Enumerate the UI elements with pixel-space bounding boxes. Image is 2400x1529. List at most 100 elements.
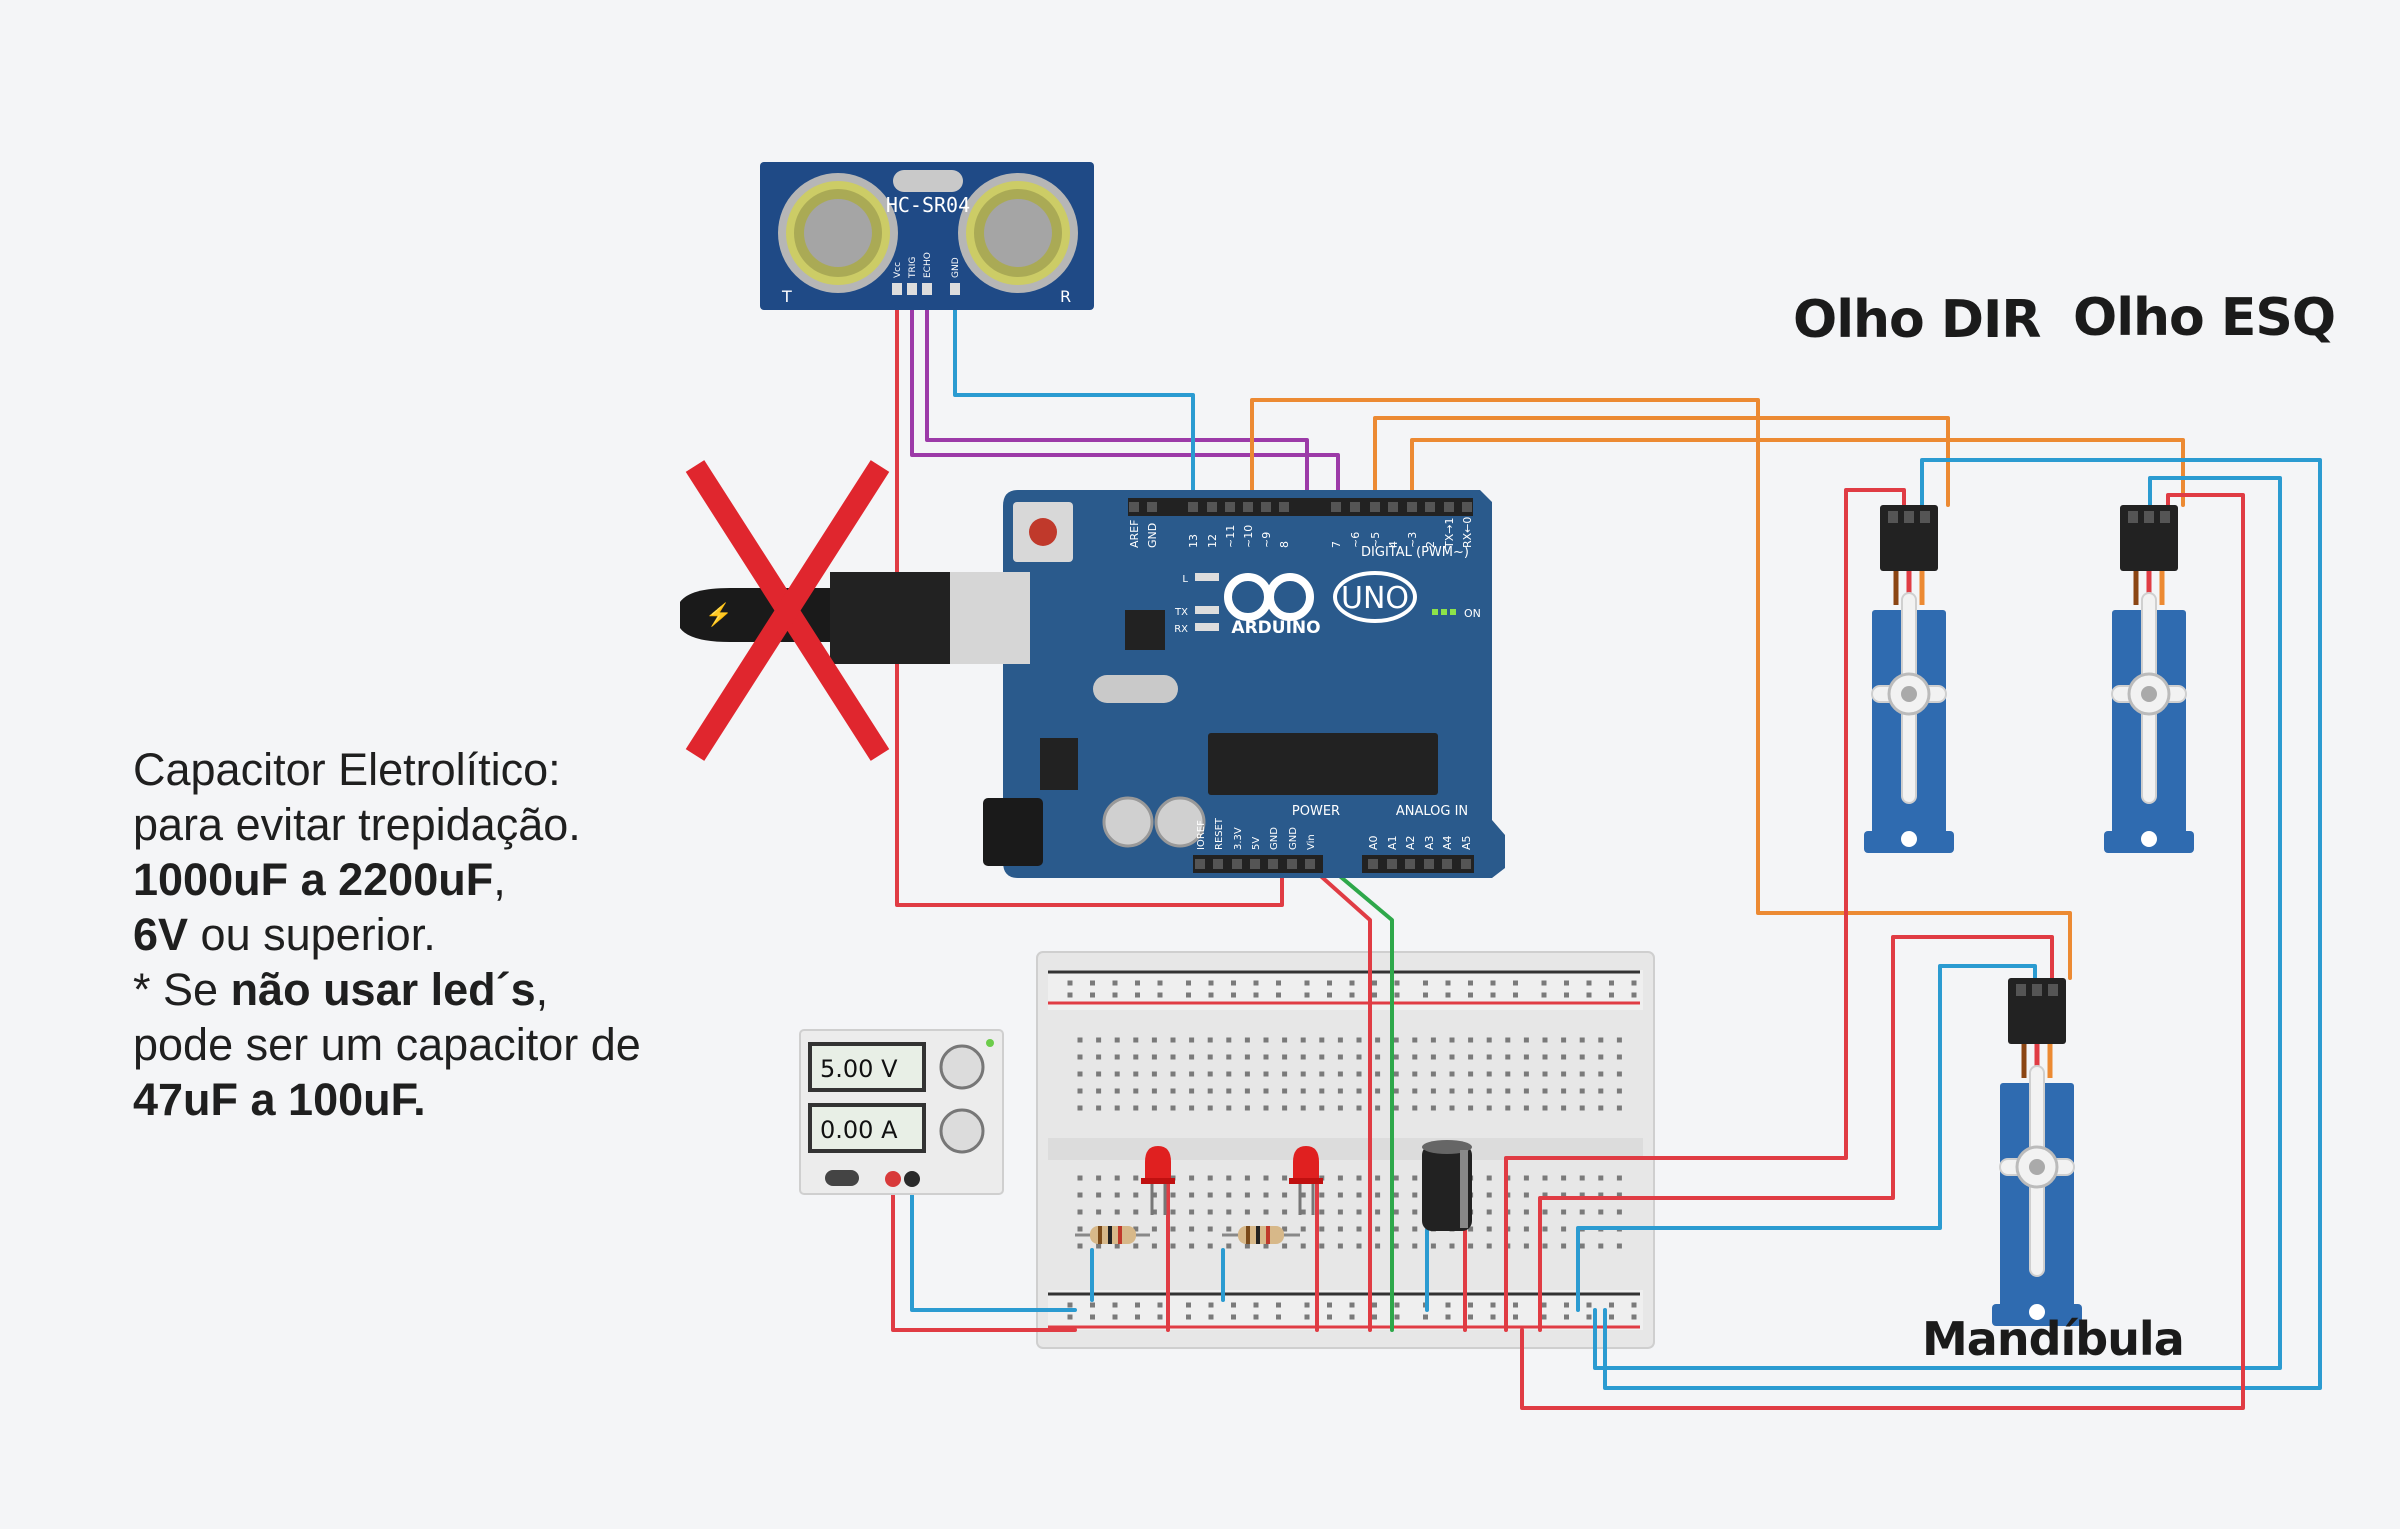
label-mandibula: Mandíbula <box>1922 1312 2185 1366</box>
note-line-7-bold: 47uF a 100uF. <box>133 1074 426 1125</box>
board-led-label: TX <box>1174 607 1188 618</box>
sensor-model: HC-SR04 <box>886 193 970 217</box>
cross-icon <box>685 460 890 761</box>
wire-psu-positive <box>891 1174 1077 1332</box>
digital-pin-label: ~9 <box>1260 532 1273 548</box>
note-line-4-bold: 6V <box>133 909 189 960</box>
servo-olho-esq <box>2104 505 2194 853</box>
usb-cable: ⚡ <box>680 572 1030 664</box>
sensor-pins: Vcc TRIG ECHO GND <box>892 252 961 295</box>
psu-current-display: 0.00 A <box>820 1116 898 1144</box>
dc-jack <box>983 798 1043 866</box>
digital-pin-label: TX→1 <box>1443 518 1456 549</box>
power-label: POWER <box>1292 804 1340 819</box>
lightning-icon: ⚡ <box>705 602 732 628</box>
power-pin-label: 5V <box>1251 837 1262 850</box>
sensor-pin-label: GND <box>951 257 961 278</box>
note-line-3-bold: 1000uF a 2200uF <box>133 854 494 905</box>
note-line-5-start: * Se <box>133 964 231 1015</box>
digital-label: DIGITAL (PWM~) <box>1361 545 1469 560</box>
power-pin-label: 3.3V <box>1233 827 1244 850</box>
servo-mandibula <box>1992 978 2082 1326</box>
board-led-label: L <box>1182 574 1188 585</box>
label-olho-dir: Olho DIR <box>1793 290 2041 350</box>
note-line-4: 6V ou superior. <box>133 907 753 962</box>
digital-pin-label: ~3 <box>1406 532 1419 548</box>
sensor-pin-label: ECHO <box>923 252 933 278</box>
power-pin-label: IOREF <box>1196 820 1207 850</box>
sensor-mark-r: R <box>1060 287 1071 306</box>
wires <box>891 298 2322 1410</box>
psu-switch[interactable] <box>825 1170 859 1186</box>
resistor-1 <box>1075 1226 1150 1244</box>
note-line-5-tail: , <box>535 964 549 1015</box>
digital-pin-label: RX←0 <box>1461 517 1474 548</box>
digital-pin-label: 13 <box>1187 534 1200 548</box>
breadboard <box>1036 951 1655 1349</box>
note-line-5: * Se não usar led´s, <box>133 962 753 1017</box>
digital-pin-label: ~5 <box>1369 532 1382 548</box>
note-line-6: pode ser um capacitor de <box>133 1019 641 1070</box>
wire-mandibula-gnd <box>1576 964 2037 1312</box>
sensor-pin-label: Vcc <box>893 262 903 278</box>
note-line-3: 1000uF a 2200uF, <box>133 852 753 907</box>
resistor-2 <box>1222 1226 1300 1244</box>
wire-mandibula-vcc <box>1538 935 2054 1332</box>
board-led-label: RX <box>1174 624 1188 635</box>
arduino-model: UNO <box>1341 581 1409 616</box>
wire-olho-dir-vcc <box>1504 488 1906 1332</box>
note-line-7: 47uF a 100uF. <box>133 1072 753 1127</box>
wire-psu-negative <box>910 1174 1077 1312</box>
digital-pin-label: AREF <box>1128 520 1141 548</box>
capacitor <box>1422 1140 1472 1231</box>
voltage-knob[interactable] <box>939 1044 985 1090</box>
power-pin-label: RESET <box>1214 817 1225 850</box>
analog-pin-label: A3 <box>1423 835 1436 850</box>
servo-olho-dir <box>1864 505 1954 853</box>
analog-pin-label: A5 <box>1460 835 1473 850</box>
power-supply: 5.00 V 0.00 A <box>799 1029 1004 1195</box>
arduino-led-labels: L TX RX <box>1174 573 1219 635</box>
digital-pin-label: 8 <box>1278 541 1291 548</box>
digital-pin-label: ~6 <box>1349 532 1362 548</box>
power-pin-label: Vin <box>1306 834 1317 850</box>
wire-olho-esq-vcc <box>1520 493 2245 1410</box>
wire-arduino-vin <box>1321 860 1394 1332</box>
wire-sensor-echo <box>925 298 1309 507</box>
label-olho-esq: Olho ESQ <box>2073 288 2336 348</box>
led-1 <box>1141 1146 1175 1215</box>
sensor-mark-t: T <box>781 287 792 306</box>
arduino-logo-text: ARDUINO <box>1231 618 1320 638</box>
analog-pin-label: A4 <box>1441 835 1454 850</box>
digital-pin-label: GND <box>1146 523 1159 548</box>
digital-pin-label: 12 <box>1206 534 1219 548</box>
current-knob[interactable] <box>939 1108 985 1154</box>
wire-signal-olho-esq <box>1410 438 2185 507</box>
analog-pin-label: A0 <box>1367 835 1380 850</box>
breadboard-holes <box>1067 980 1637 1320</box>
note-line-3-tail: , <box>493 854 506 905</box>
led-2 <box>1289 1146 1323 1215</box>
power-pin-label: GND <box>1269 827 1280 850</box>
wire-sensor-trig <box>910 298 1340 507</box>
ultrasonic-sensor: HC-SR04 T R Vcc TRIG ECHO GND <box>760 162 1094 310</box>
digital-pin-label: ~11 <box>1224 525 1237 548</box>
analog-pin-label: A1 <box>1386 835 1399 850</box>
digital-pin-label: 2 <box>1424 541 1437 548</box>
wire-olho-esq-gnd <box>1593 476 2282 1370</box>
note-line-5-bold: não usar led´s <box>230 964 536 1015</box>
wire-arduino-gnd <box>1303 860 1372 1332</box>
wire-sensor-gnd <box>953 298 1195 507</box>
digital-pin-label: ~10 <box>1242 525 1255 548</box>
on-label: ON <box>1464 607 1481 620</box>
wire-signal-mandibula <box>1250 398 2072 980</box>
psu-voltage-display: 5.00 V <box>820 1055 898 1083</box>
capacitor-note: Capacitor Eletrolítico: para evitar trep… <box>133 742 753 1127</box>
note-line-4-tail: ou superior. <box>188 909 436 960</box>
analog-pin-label: A2 <box>1404 835 1417 850</box>
digital-pin-label: 7 <box>1330 541 1343 548</box>
sensor-pin-label: TRIG <box>908 257 918 279</box>
wire-olho-dir-gnd <box>1603 458 2322 1390</box>
